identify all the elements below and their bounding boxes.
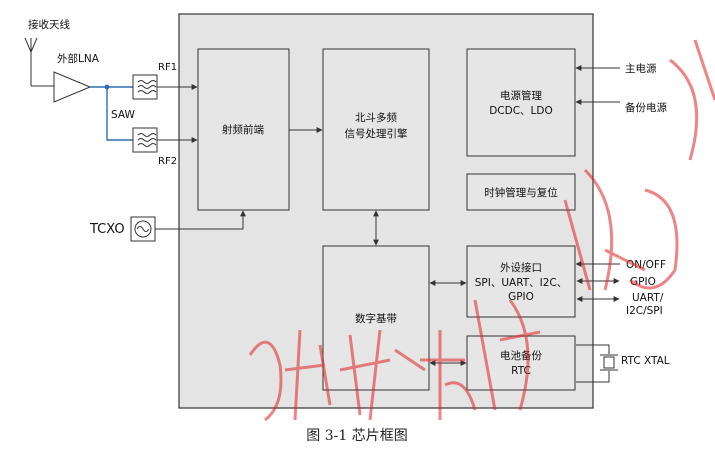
saw-label: SAW	[111, 109, 135, 121]
rtc-crystal-icon	[576, 344, 618, 383]
periph-label-line2: SPI、UART、I2C、	[475, 277, 568, 289]
rtc-xtal-label: RTC XTAL	[621, 355, 670, 367]
rf-frontend-block	[197, 48, 290, 211]
backup-power-label: 备份电源	[625, 101, 667, 114]
power-management-block	[466, 48, 576, 157]
antenna-icon	[24, 37, 38, 86]
lna-label: 外部LNA	[57, 52, 100, 65]
antenna-label: 接收天线	[28, 18, 70, 31]
tcxo-label: TCXO	[89, 222, 125, 237]
onoff-label: ON/OFF	[626, 259, 666, 271]
signal-engine-block	[322, 48, 430, 211]
rf-frontend-label: 射频前端	[222, 123, 264, 136]
watermark-logo	[248, 39, 715, 422]
peripheral-interface-block	[466, 245, 576, 318]
power-label-line1: 电源管理	[500, 89, 542, 102]
rf1-label: RF1	[158, 62, 177, 73]
periph-label-line3: GPIO	[508, 291, 534, 303]
engine-label-line1: 北斗多频	[355, 111, 397, 124]
periph-label-line1: 外设接口	[500, 261, 542, 274]
lna-amplifier-icon	[53, 71, 92, 103]
engine-label-line2: 信号处理引擎	[345, 127, 408, 140]
power-label-line2: DCDC、LDO	[489, 105, 553, 117]
uart-label-line1: UART/	[632, 292, 664, 304]
battery-label-line1: 电池备份	[500, 349, 542, 362]
figure-caption: 图 3-1 芯片框图	[306, 428, 407, 444]
saw-filter-rf1	[132, 74, 158, 100]
clock-label: 时钟管理与复位	[484, 186, 558, 199]
main-power-label: 主电源	[625, 62, 657, 75]
tcxo-oscillator-icon	[130, 216, 156, 242]
saw-filter-rf2	[132, 127, 158, 153]
digital-label: 数字基带	[355, 312, 397, 325]
uart-label-line2: I2C/SPI	[626, 305, 663, 317]
rf2-label: RF2	[158, 156, 177, 167]
clock-reset-block	[466, 173, 576, 211]
